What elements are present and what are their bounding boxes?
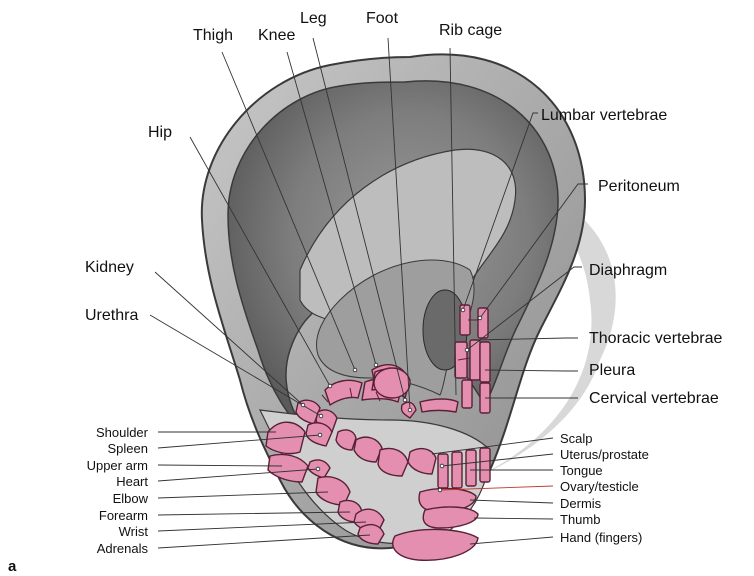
zone-lumbar-2	[478, 308, 488, 338]
label-forearm: Forearm	[99, 508, 148, 523]
label-rib-cage: Rib cage	[439, 22, 502, 39]
label-heart: Heart	[116, 474, 148, 489]
label-uterus-prostate: Uterus/prostate	[560, 447, 649, 462]
label-scalp: Scalp	[560, 431, 593, 446]
label-kidney: Kidney	[85, 259, 134, 276]
zone-rib-arc	[420, 399, 458, 412]
label-hand-fingers: Hand (fingers)	[560, 530, 642, 545]
zone-foot-large	[374, 368, 410, 398]
label-urethra: Urethra	[85, 307, 138, 324]
leader-adrenals	[158, 535, 370, 548]
zone-pleura	[480, 342, 490, 382]
leader-upper-arm	[158, 465, 282, 466]
label-wrist: Wrist	[119, 524, 149, 539]
label-cervical-vertebrae: Cervical vertebrae	[589, 390, 719, 407]
panel-label: a	[8, 558, 17, 575]
label-adrenals: Adrenals	[97, 541, 149, 556]
labels-left-lower: Shoulder Spleen Upper arm Heart Elbow Fo…	[87, 425, 149, 556]
leader-dermis	[470, 500, 553, 503]
zone-strip-1	[438, 454, 448, 488]
zone-strip-2	[452, 452, 462, 488]
zone-strip-4	[480, 448, 490, 482]
leader-hand	[470, 537, 553, 544]
label-lumbar-vertebrae: Lumbar vertebrae	[541, 107, 667, 124]
label-shoulder: Shoulder	[96, 425, 149, 440]
label-hip: Hip	[148, 124, 172, 141]
ear-illustration	[202, 54, 616, 548]
label-pleura: Pleura	[589, 362, 635, 379]
label-ovary-testicle: Ovary/testicle	[560, 479, 639, 494]
zone-hand	[393, 529, 478, 560]
label-elbow: Elbow	[113, 491, 149, 506]
zone-cervical-1	[462, 380, 472, 408]
label-upper-arm: Upper arm	[87, 458, 148, 473]
label-diaphragm: Diaphragm	[589, 262, 667, 279]
label-thumb: Thumb	[560, 512, 600, 527]
label-tongue: Tongue	[560, 463, 603, 478]
labels-right-lower: Scalp Uterus/prostate Tongue Ovary/testi…	[560, 431, 649, 545]
label-spleen: Spleen	[108, 441, 148, 456]
zone-thumb	[423, 507, 478, 528]
label-thigh: Thigh	[193, 27, 233, 44]
label-thoracic-vertebrae: Thoracic vertebrae	[589, 330, 722, 347]
label-peritoneum: Peritoneum	[598, 178, 680, 195]
leader-thumb	[474, 518, 553, 519]
label-foot: Foot	[366, 10, 399, 27]
label-knee: Knee	[258, 27, 295, 44]
label-leg: Leg	[300, 10, 327, 27]
zone-strip-3	[466, 450, 476, 486]
label-dermis: Dermis	[560, 496, 602, 511]
